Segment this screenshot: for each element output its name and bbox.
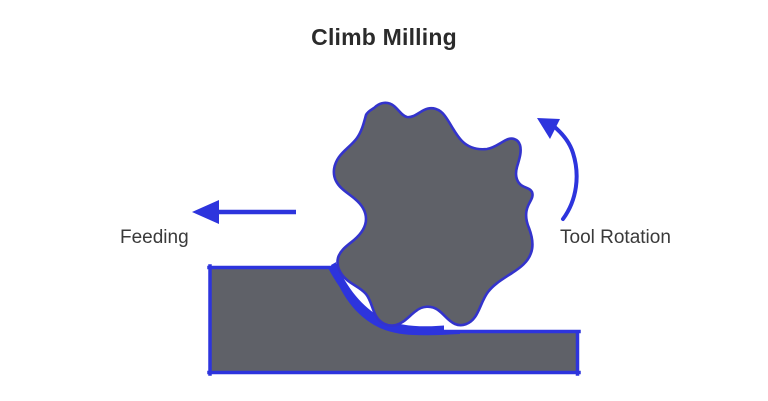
tool-rotation-label: Tool Rotation [560,227,671,248]
page-title: Climb Milling [311,24,457,50]
workpiece-outline-stroke [207,264,581,376]
tool-rotation-arrow [537,118,579,221]
feed-direction-arrow [192,200,296,224]
milling-cutter [332,101,534,327]
feeding-label: Feeding [120,227,189,248]
